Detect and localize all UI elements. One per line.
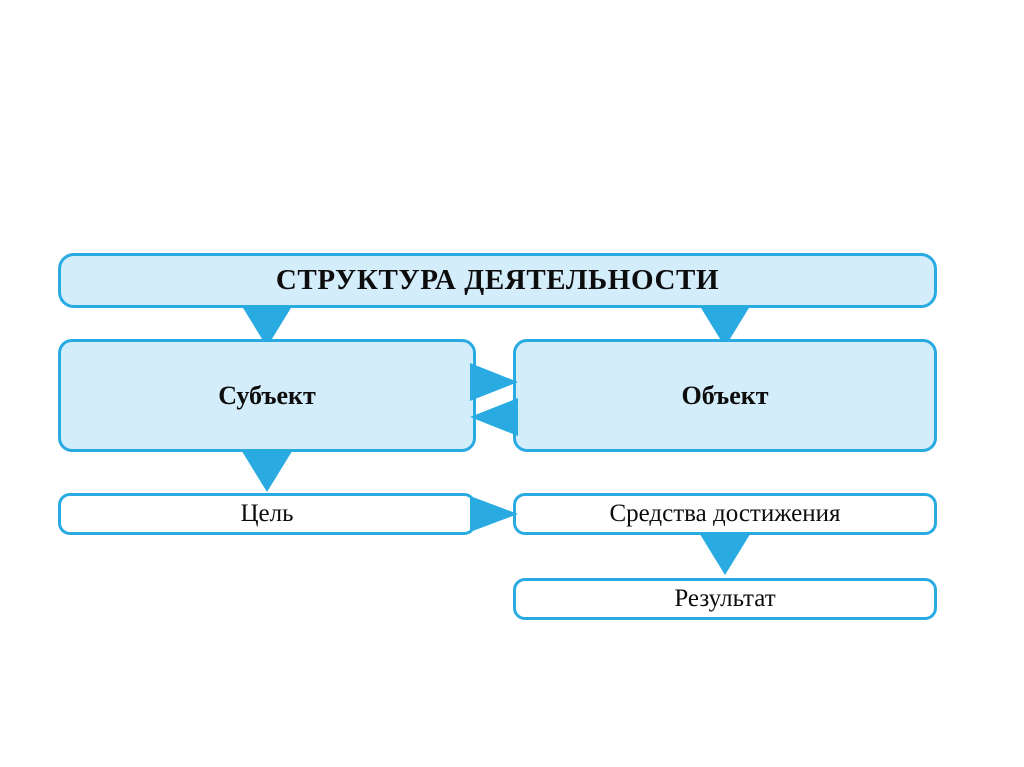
arrow-down-icon-means-to-result	[698, 531, 752, 575]
node-goal[interactable]: Цель	[58, 493, 476, 535]
node-label: Объект	[681, 380, 769, 410]
arrow-right-icon-subject-to-object	[470, 363, 518, 401]
arrow-down-icon-subject-to-goal	[240, 448, 294, 492]
node-label: Субъект	[218, 380, 316, 410]
arrow-right-icon-goal-to-means	[470, 496, 518, 532]
node-label: Цель	[240, 499, 294, 527]
arrow-left-icon-object-to-subject	[470, 398, 518, 436]
node-means-of-achievement[interactable]: Средства достижения	[513, 493, 937, 535]
node-label: Результат	[674, 584, 776, 612]
node-subject[interactable]: Субъект	[58, 339, 476, 452]
node-label: Средства достижения	[609, 499, 841, 527]
node-structure-of-activity[interactable]: СТРУКТУРА ДЕЯТЕЛЬНОСТИ	[58, 253, 937, 308]
node-object[interactable]: Объект	[513, 339, 937, 452]
node-label: СТРУКТУРА ДЕЯТЕЛЬНОСТИ	[275, 264, 720, 297]
node-result[interactable]: Результат	[513, 578, 937, 620]
